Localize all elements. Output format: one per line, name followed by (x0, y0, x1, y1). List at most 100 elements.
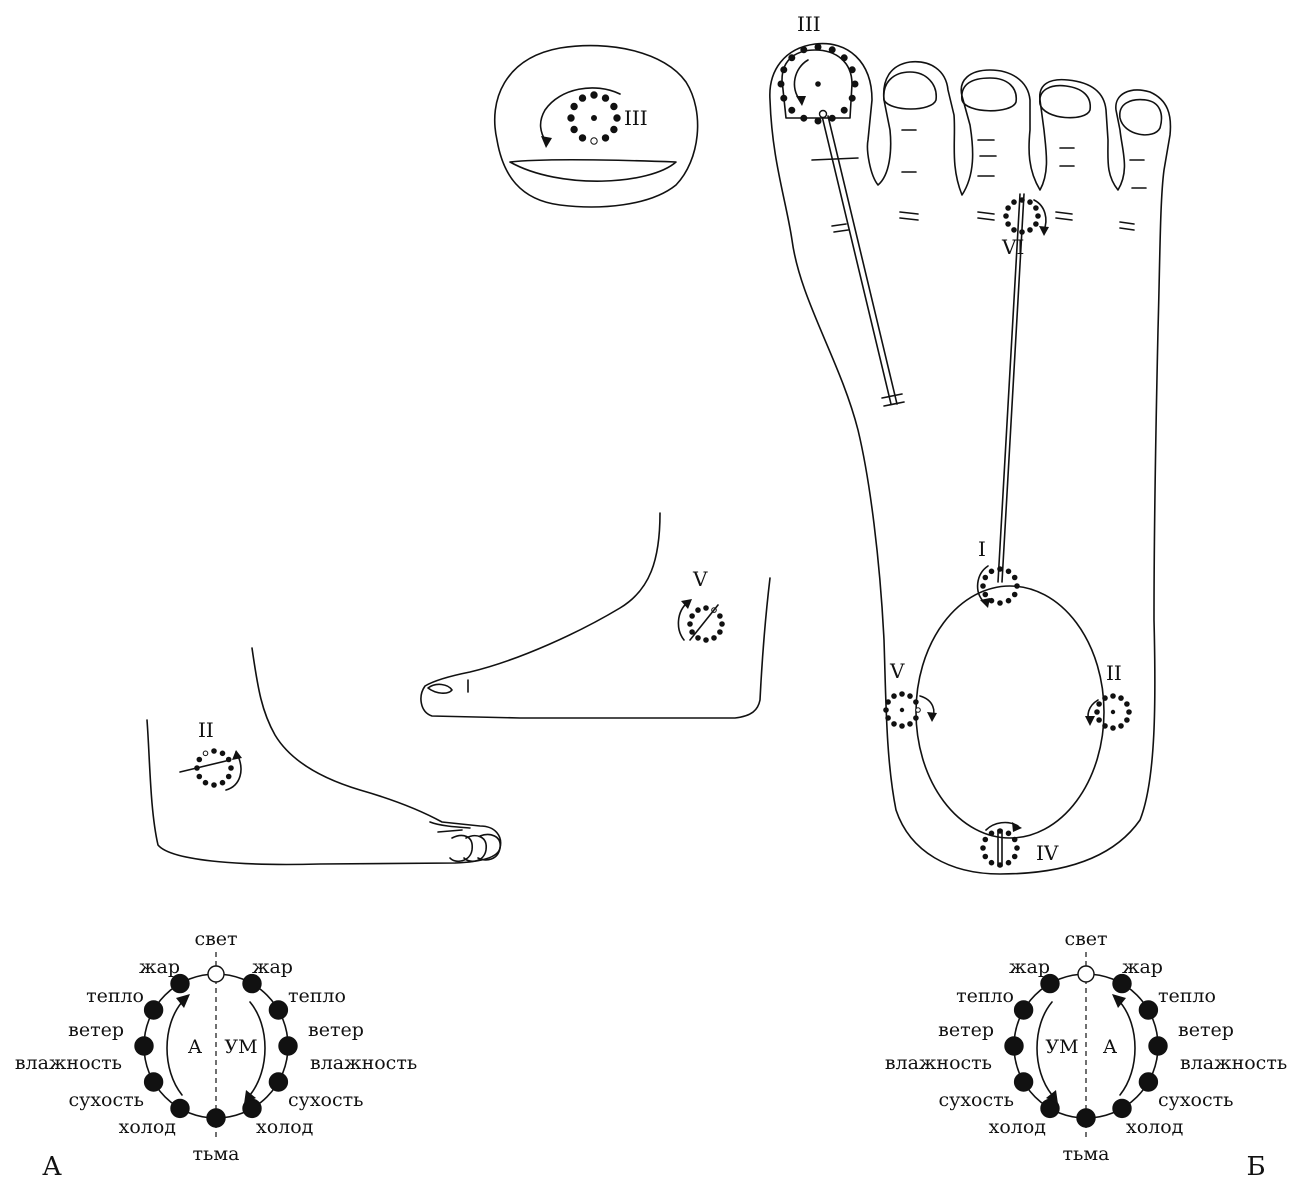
foot-sole-view: III VI I V II IV (770, 12, 1171, 874)
dial-element-label: ветер (1178, 1019, 1234, 1041)
ring-dot (718, 630, 723, 635)
ring-dot (886, 700, 891, 705)
ring-dot (781, 95, 787, 101)
toe-3-nail (962, 78, 1016, 111)
side-foot-upper: V (421, 513, 770, 718)
ring-dot (1097, 702, 1102, 707)
ring-dot (983, 575, 988, 580)
ring-dot (914, 716, 919, 721)
dial-element-label: холод (989, 1116, 1046, 1138)
ring-dot (989, 569, 994, 574)
heel-right-point-label: II (1106, 661, 1122, 685)
ring-dot (704, 638, 709, 643)
side-foot-lower: II (147, 648, 501, 864)
side-foot-lower-point-ring (195, 749, 234, 788)
foot-sole-outline (770, 44, 1171, 874)
side-foot-lower-toe-1 (450, 836, 472, 862)
ring-dot (1028, 200, 1033, 205)
ring-dot (591, 138, 597, 144)
dial-element-label: ветер (938, 1019, 994, 1041)
dial-element-dot (207, 1109, 225, 1127)
dial-element-dot (145, 1073, 163, 1091)
ring-dot (989, 860, 994, 865)
toe-5-nail (1120, 100, 1162, 135)
ring-dot (908, 694, 913, 699)
ring-dot (1020, 230, 1025, 235)
toe-gap-arrow-head (1039, 226, 1049, 236)
heel-right-center-dot (1111, 710, 1115, 714)
heel-circuit (916, 586, 1104, 838)
dial-element-label: холод (256, 1116, 313, 1138)
ring-dot (886, 716, 891, 721)
ring-dot (688, 622, 693, 627)
ring-dot (900, 692, 905, 697)
ring-dot (611, 103, 617, 109)
element-dial-a: свет тьма А УМ жартепловетервлажностьсух… (15, 928, 417, 1180)
dial-element-label: тепло (1158, 985, 1216, 1007)
ring-dot (1012, 854, 1017, 859)
ring-dot (884, 708, 889, 713)
ring-dot (778, 81, 784, 87)
heel-right-arrow-head (1085, 716, 1095, 726)
ring-dot (1015, 584, 1020, 589)
ring-dot (1006, 860, 1011, 865)
ring-dot (1125, 702, 1130, 707)
panel-letter-b: Б (1246, 1152, 1265, 1180)
ring-dot (1119, 724, 1124, 729)
ring-dot (989, 831, 994, 836)
ring-dot (801, 115, 807, 121)
ring-dot (1012, 575, 1017, 580)
heel-bottom-arrow-head (1012, 822, 1022, 832)
ring-dot (1111, 694, 1116, 699)
ring-dot (1006, 222, 1011, 227)
ring-dot (197, 757, 202, 762)
ring-dot (720, 622, 725, 627)
dial-element-label: влажность (310, 1052, 417, 1074)
ring-dot (1036, 214, 1041, 219)
dial-element-dot (1139, 1073, 1157, 1091)
ring-dot (571, 103, 577, 109)
toe-2-nail (884, 72, 936, 109)
dial-element-label: жар (139, 956, 180, 978)
dial-element-label: сухость (939, 1089, 1014, 1111)
dial-element-dot (1077, 1109, 1095, 1127)
ring-dot (568, 115, 574, 121)
ring-dot (203, 751, 208, 756)
ring-dot (1028, 228, 1033, 233)
dial-b-left-labels: жартепловетервлажностьсухостьхолод (885, 956, 1050, 1138)
side-foot-lower-point-label: II (198, 718, 214, 742)
ring-dot (914, 700, 919, 705)
dial-element-label: тепло (288, 985, 346, 1007)
ring-dot (690, 614, 695, 619)
dial-element-label: влажность (885, 1052, 992, 1074)
ring-dot (983, 592, 988, 597)
dial-a-right-labels: жартепловетервлажностьсухостьхолод (252, 956, 417, 1138)
ring-dot (1006, 569, 1011, 574)
toe-detail-center-dot (591, 115, 597, 121)
dial-a-bottom-label: тьма (193, 1143, 240, 1165)
heel-bottom-point-label: IV (1036, 841, 1059, 865)
ring-dot (718, 614, 723, 619)
ring-dot (815, 44, 821, 50)
toe-gap-point-label: VI (1001, 235, 1024, 259)
ring-dot (892, 694, 897, 699)
dial-element-label: тепло (956, 985, 1014, 1007)
ring-dot (220, 751, 225, 756)
big-toe-channel-ticks (832, 224, 904, 406)
ring-dot (789, 107, 795, 113)
ring-dot (690, 630, 695, 635)
ring-dot (1103, 696, 1108, 701)
dial-element-label: жар (252, 956, 293, 978)
dial-element-label: влажность (1180, 1052, 1287, 1074)
ring-dot (983, 854, 988, 859)
dial-element-dot (135, 1037, 153, 1055)
ring-dot (1103, 724, 1108, 729)
dial-element-label: ветер (68, 1019, 124, 1041)
dial-element-dot (269, 1073, 287, 1091)
dial-b-left-half-label: УМ (1045, 1036, 1078, 1058)
ring-dot (1034, 222, 1039, 227)
big-toe-open-point (820, 111, 827, 118)
